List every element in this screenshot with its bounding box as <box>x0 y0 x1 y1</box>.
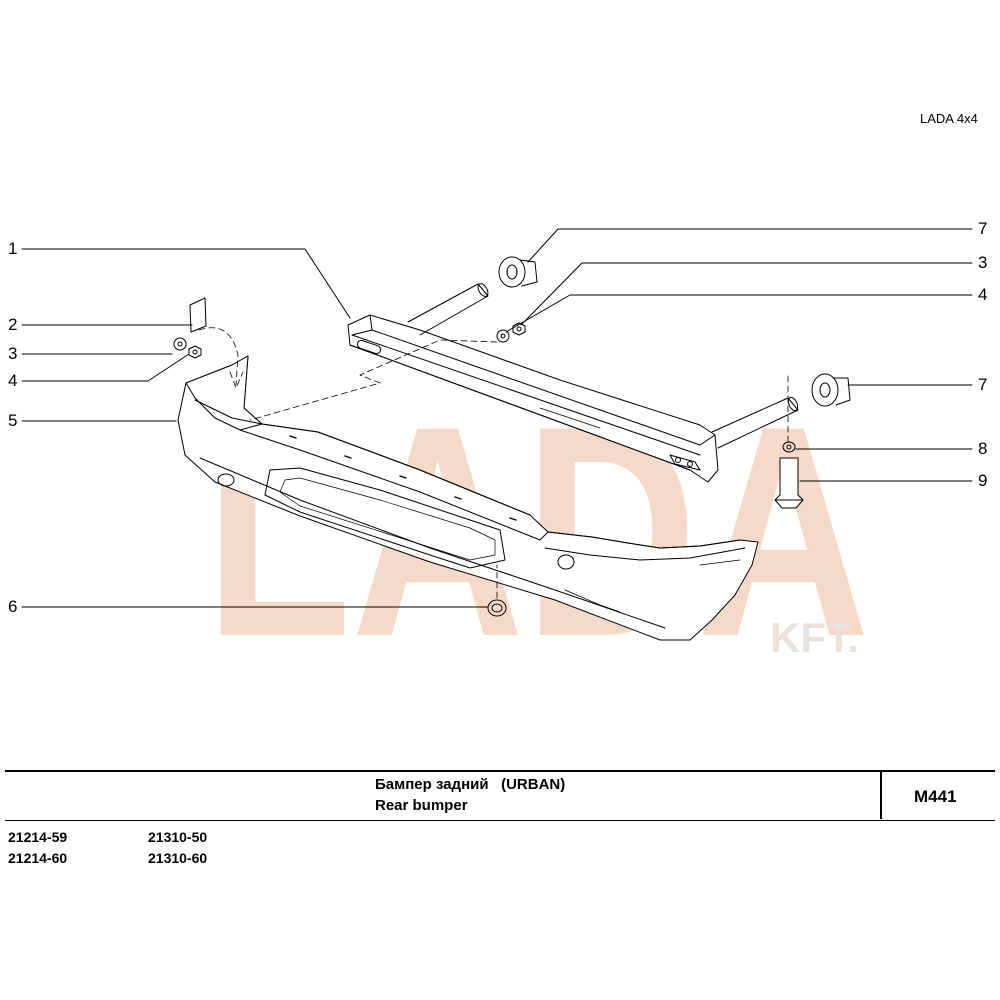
assembly-lines <box>198 327 789 599</box>
callout-3-right: 3 <box>978 253 988 272</box>
title-block <box>5 770 995 821</box>
washer-right <box>496 329 510 343</box>
plug <box>487 599 507 617</box>
callout-5: 5 <box>8 411 18 430</box>
bolt <box>774 457 804 509</box>
nut-left <box>188 345 202 359</box>
rubber-bushing-lower <box>811 373 851 407</box>
callout-9: 9 <box>978 471 988 490</box>
model-code: 21214-59 <box>8 829 68 845</box>
section-code: M441 <box>914 787 957 806</box>
rear-bumper-cover <box>177 355 759 641</box>
callout-7-upper: 7 <box>978 219 988 238</box>
washer-left <box>173 337 187 351</box>
clip-plate <box>189 297 207 333</box>
callout-3-left: 3 <box>8 344 18 363</box>
mounting-tube-upper <box>407 283 489 336</box>
callout-7-lower: 7 <box>978 375 988 394</box>
mounting-tube-lower <box>711 396 799 449</box>
title-english: Rear bumper <box>375 797 468 814</box>
washer-bolt <box>782 441 796 453</box>
model-code: 21214-60 <box>8 850 68 866</box>
callout-2: 2 <box>8 315 18 334</box>
callout-1: 1 <box>8 239 18 258</box>
title-russian: Бампер задний (URBAN) <box>375 776 566 793</box>
rubber-bushing-upper <box>498 256 538 288</box>
model-code: 21310-60 <box>148 850 208 866</box>
title-divider <box>880 771 882 819</box>
callout-4-right: 4 <box>978 285 988 304</box>
callout-6: 6 <box>8 597 18 616</box>
callout-8: 8 <box>978 439 988 458</box>
nut-right <box>512 322 526 336</box>
model-code: 21310-50 <box>148 829 208 845</box>
callout-4-left: 4 <box>8 371 18 390</box>
watermark-subtext: KFT. <box>770 614 859 661</box>
leader-lines <box>21 228 973 608</box>
bumper-reinforcement-beam <box>347 314 719 483</box>
brand-label: LADA 4x4 <box>920 111 978 126</box>
